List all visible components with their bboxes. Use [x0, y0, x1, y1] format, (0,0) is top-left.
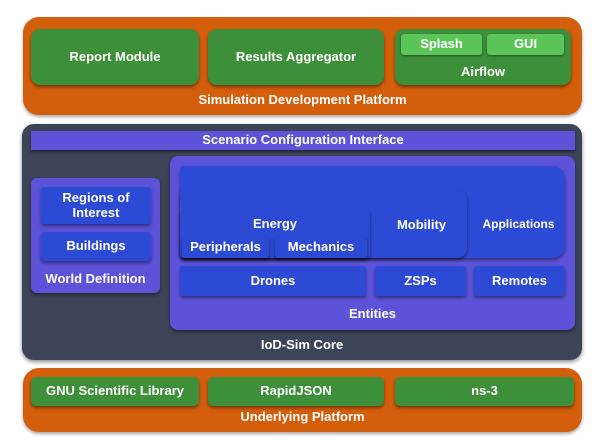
splash-box: Splash [401, 34, 482, 55]
energy-label: Energy [252, 215, 298, 231]
zsps-box: ZSPs [375, 266, 466, 296]
underlying-platform-label: Underlying Platform [240, 408, 365, 424]
applications-label: Applications [482, 217, 555, 232]
ns-3-box: ns-3 [395, 377, 574, 406]
report-module-box: Report Module [31, 29, 199, 85]
entities-label: Entities [349, 305, 396, 321]
results-aggregator-box: Results Aggregator [208, 29, 384, 85]
iod-sim-core-label: IoD-Sim Core [260, 336, 344, 352]
scenario-configuration-interface: Scenario Configuration Interface [31, 131, 575, 150]
mobility-label: Mobility [396, 216, 447, 232]
mechanics-box: Mechanics [275, 237, 367, 258]
gnu-scientific-library-box: GNU Scientific Library [31, 377, 199, 406]
gui-box: GUI [487, 34, 564, 55]
airflow-label: Airflow [460, 63, 506, 79]
remotes-box: Remotes [474, 266, 565, 296]
world-definition-label: World Definition [45, 270, 146, 286]
drones-box: Drones [180, 266, 366, 296]
simulation-development-platform-label: Simulation Development Platform [198, 91, 407, 107]
buildings-box: Buildings [41, 232, 151, 261]
peripherals-box: Peripherals [182, 237, 269, 258]
regions-of-interest-box: Regions of Interest [41, 187, 151, 224]
rapidjson-box: RapidJSON [208, 377, 384, 406]
